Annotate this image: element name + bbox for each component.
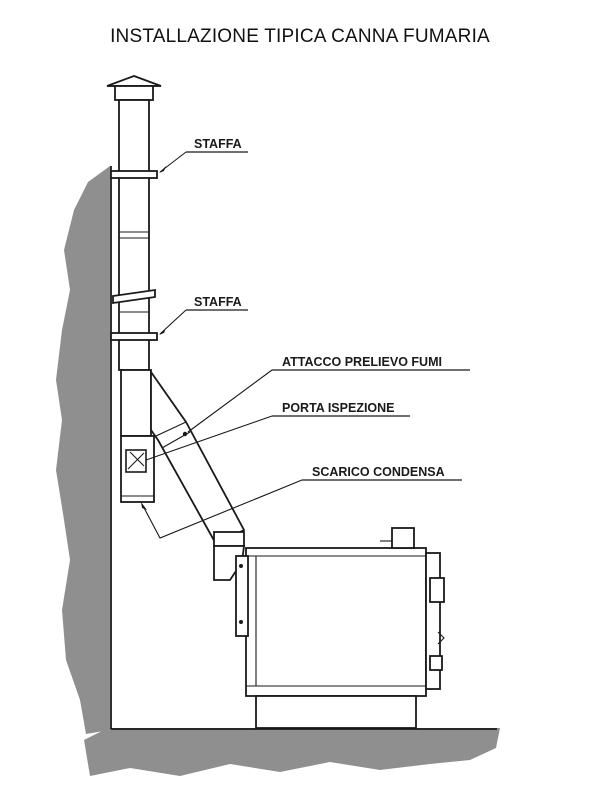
callout-inspection-door: PORTA ISPEZIONE	[145, 401, 410, 461]
boiler-base	[255, 695, 417, 729]
chimney-cap	[106, 75, 162, 101]
bracket-bottom-band	[110, 332, 158, 341]
diagonal-connector-pipe	[150, 369, 246, 581]
label-flue-sampling: ATTACCO PRELIEVO FUMI	[282, 355, 442, 369]
callout-bracket-top: STAFFA	[159, 137, 248, 173]
callout-condensate-drain: SCARICO CONDENSA	[141, 465, 462, 539]
callout-flue-sampling: ATTACCO PRELIEVO FUMI	[187, 355, 470, 433]
label-bracket-bottom: STAFFA	[194, 295, 242, 309]
boiler-body	[245, 547, 427, 697]
label-bracket-top: STAFFA	[194, 137, 242, 151]
vertical-flue-pipe	[110, 99, 158, 371]
label-condensate-drain: SCARICO CONDENSA	[312, 465, 445, 479]
boiler	[235, 527, 445, 729]
callout-bracket-bottom: STAFFA	[159, 295, 248, 335]
bracket-top-band	[110, 170, 158, 179]
flue-sampling-port-icon	[182, 431, 188, 437]
label-inspection-door: PORTA ISPEZIONE	[282, 401, 395, 415]
wall	[56, 166, 500, 776]
diagram-title: INSTALLAZIONE TIPICA CANNA FUMARIA	[110, 26, 490, 47]
tee-section	[120, 369, 155, 503]
